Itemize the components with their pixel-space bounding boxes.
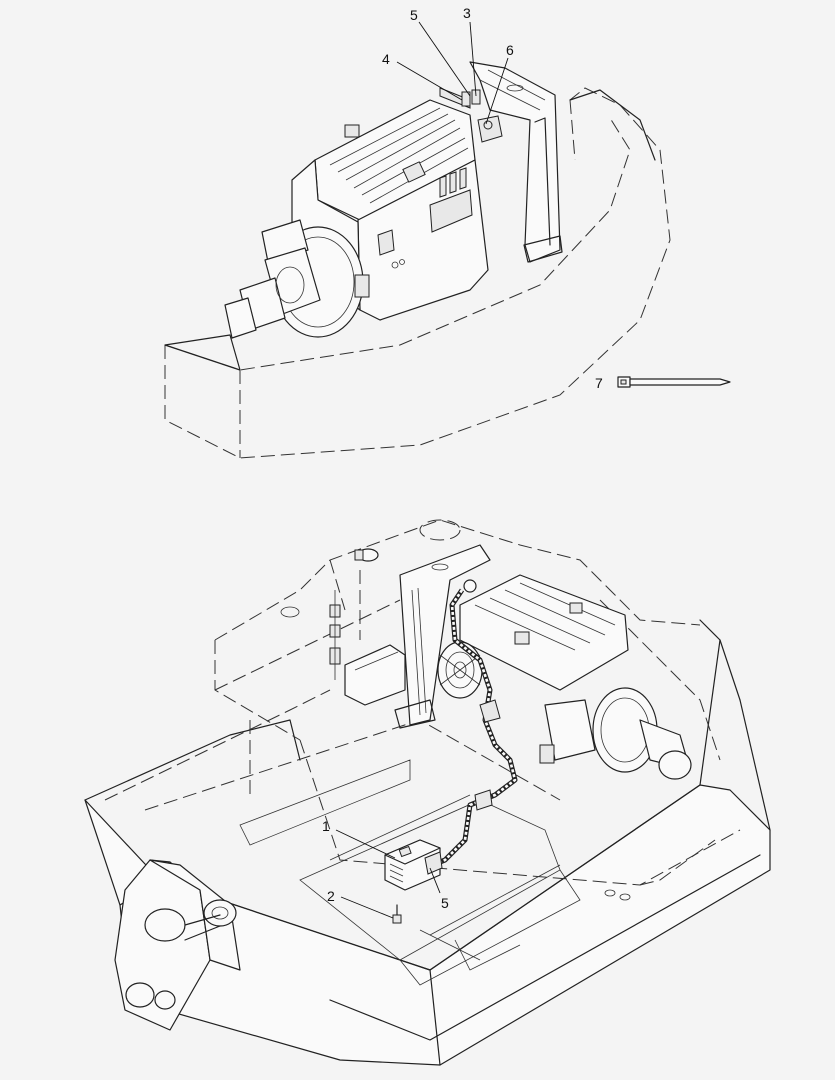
top-assembly-view: 5 3 6 4 xyxy=(164,5,671,459)
callout-bottom-2: 2 xyxy=(327,888,335,904)
callout-tie-7: 7 xyxy=(595,375,603,391)
output-shaft xyxy=(224,219,370,339)
callout-top-5-leader xyxy=(418,21,471,97)
cable-tie-item: 7 xyxy=(595,375,731,391)
bottom-radiator xyxy=(394,544,491,729)
fan-assembly xyxy=(437,641,483,699)
bottom-transmission xyxy=(459,574,692,780)
screw-part xyxy=(392,904,402,924)
callout-top-6: 6 xyxy=(506,42,514,58)
control-unit xyxy=(384,839,443,891)
callout-bottom-5: 5 xyxy=(441,895,449,911)
callout-top-3-leader xyxy=(469,21,477,97)
callout-top-5: 5 xyxy=(410,7,418,23)
callout-top-4-leader xyxy=(396,61,463,101)
floor-panels xyxy=(239,759,631,986)
transmission-housing xyxy=(291,99,489,321)
boom-mount xyxy=(114,859,241,1031)
wiring-harness xyxy=(419,579,518,873)
callout-top-6-leader xyxy=(485,57,509,125)
radiator-frame xyxy=(469,61,563,263)
bottom-assembly-view: 1 2 5 xyxy=(84,519,771,1066)
callout-bottom-1-leader xyxy=(335,829,396,859)
callout-bottom-5-leader xyxy=(429,867,441,894)
cable-tie-strap xyxy=(629,378,731,386)
callout-top-3: 3 xyxy=(463,5,471,21)
callout-top-4: 4 xyxy=(382,51,390,67)
callout-bottom-2-leader xyxy=(340,896,394,919)
counterweight-outline xyxy=(164,87,671,459)
top-small-parts xyxy=(439,87,503,143)
filter-unit xyxy=(329,548,406,706)
callout-bottom-1: 1 xyxy=(322,818,330,834)
